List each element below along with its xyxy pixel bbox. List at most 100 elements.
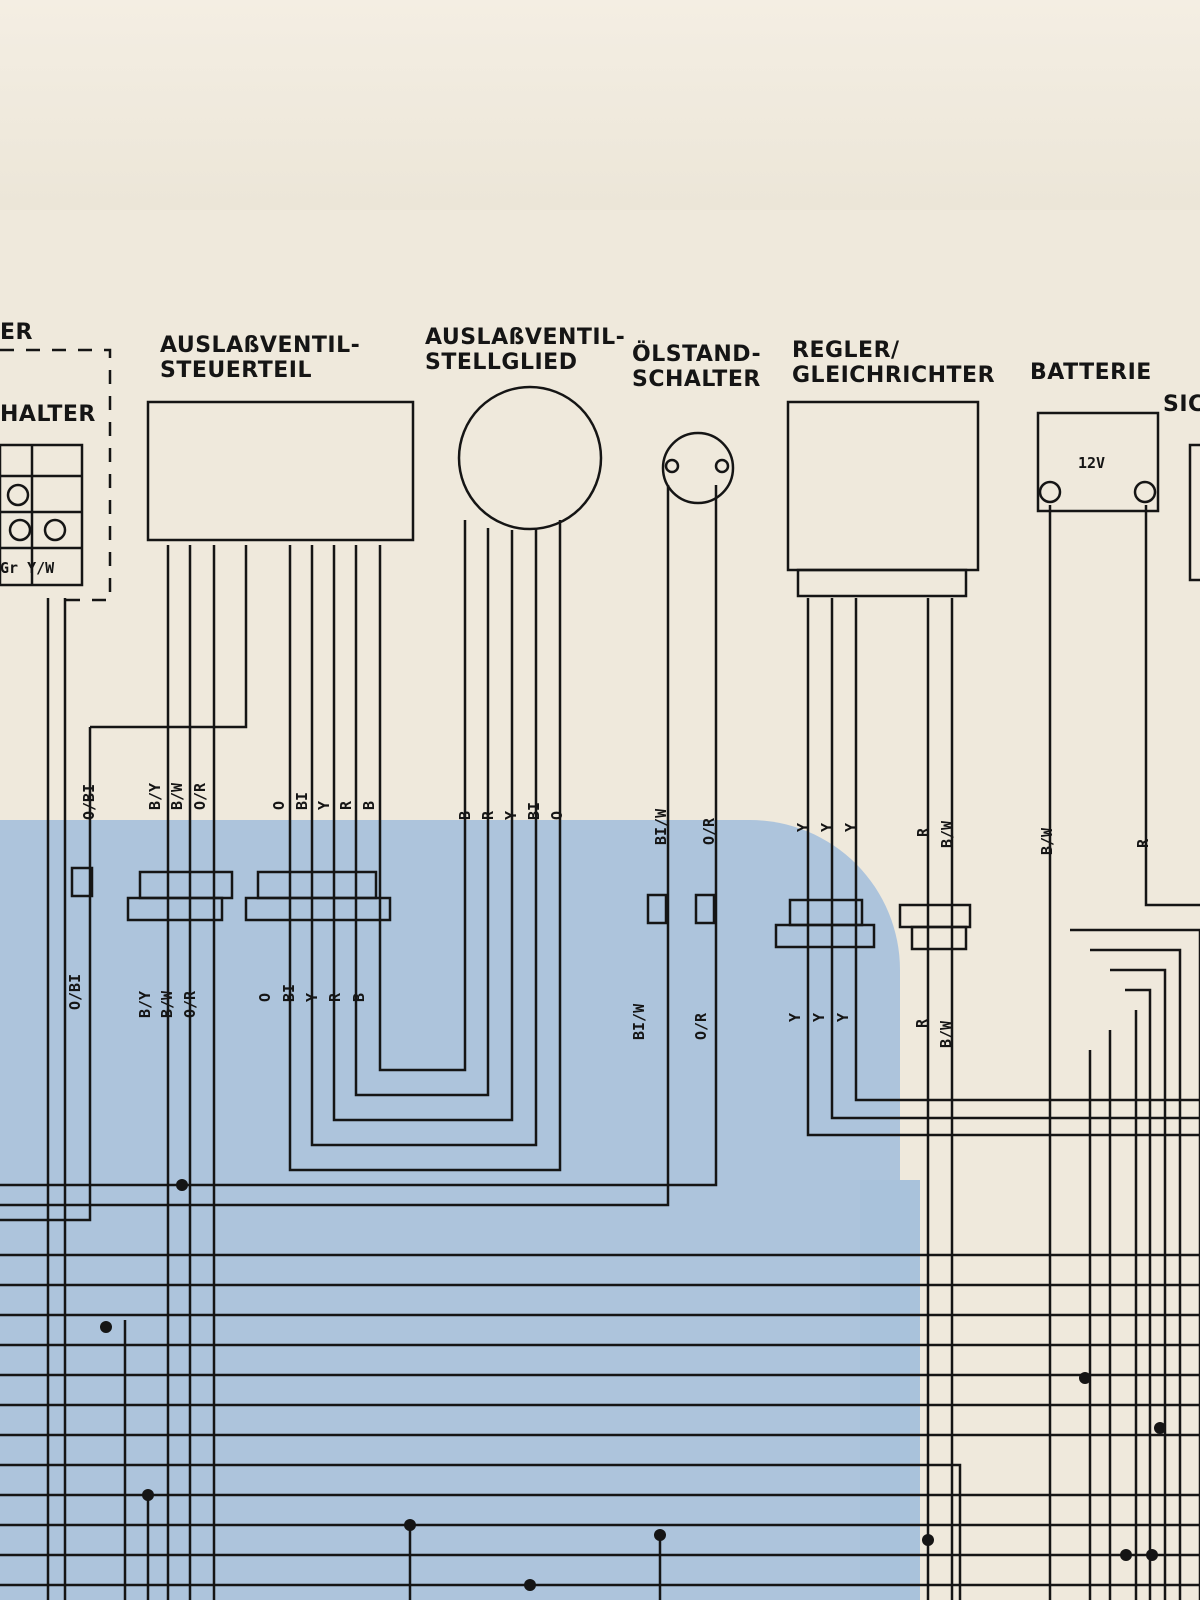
connector-steuerteil-b — [256, 870, 378, 900]
connector-oel-a — [646, 893, 668, 925]
connector-regler-a-base — [774, 923, 876, 949]
wire-label-y-regler-bottom-1: Y — [786, 1013, 804, 1022]
partial-label-halter: HALTER — [0, 402, 96, 427]
wire-label-o-bottom: O — [256, 993, 274, 1002]
wire-label-o-bi-bottom: O/BI — [66, 974, 84, 1010]
wire-label-o-top: O — [270, 801, 288, 810]
wire-label-y-bottom: Y — [303, 993, 321, 1002]
right-bus-wires — [1070, 928, 1200, 1600]
connector-steuerteil-a-base — [126, 896, 224, 922]
wire-label-y-regler-3: Y — [842, 823, 860, 832]
connector-steuerteil-a — [138, 870, 234, 900]
junction-dot — [176, 1179, 188, 1191]
wire-label-b-w-battery: B/W — [1038, 827, 1056, 855]
steuerteil-box — [146, 400, 415, 542]
wire-label-o-stellglied: O — [548, 811, 566, 820]
wire-label-b-w-top: B/W — [168, 782, 186, 810]
wire-label-y-regler-bottom-2: Y — [810, 1013, 828, 1022]
junction-dot — [1146, 1549, 1158, 1561]
connector-regler-b — [898, 903, 972, 929]
junction-dot — [654, 1529, 666, 1541]
partial-label-sic: SIC — [1163, 392, 1200, 417]
wire-label-b-w-regler-bottom: B/W — [937, 1020, 955, 1048]
regler-wires-r-bw — [926, 598, 954, 1600]
junction-dot — [1120, 1549, 1132, 1561]
wire-label-b-top: B — [360, 801, 378, 810]
wire-label-r-regler: R — [914, 827, 932, 837]
junction-dot — [922, 1534, 934, 1546]
junction-dot — [524, 1579, 536, 1591]
left-vertical-wires — [46, 598, 67, 1600]
wire-label-r-battery: R — [1134, 838, 1152, 848]
lower-vertical-wires — [123, 1320, 662, 1600]
paper-top-band — [0, 0, 1200, 210]
wire-label-y-regler-2: Y — [818, 823, 836, 832]
component-label-batterie: BATTERIE — [1030, 360, 1152, 385]
partial-label-er: ER — [0, 320, 33, 345]
connector-oel-b — [694, 893, 716, 925]
battery-terminal-icon — [1038, 480, 1062, 504]
junction-dot — [142, 1489, 154, 1501]
wire-label-y-stellglied: Y — [502, 811, 520, 820]
junction-dot — [404, 1519, 416, 1531]
left-switch-terminal-icon — [8, 518, 32, 542]
wire-label-b-y-top: B/Y — [146, 783, 164, 810]
wire-label-b-w-regler: B/W — [938, 820, 956, 848]
wire-label-b-stellglied: B — [456, 811, 474, 820]
wire-label-o-r-oel-top: O/R — [700, 817, 718, 845]
connector-steuerteil-b-base — [244, 896, 392, 922]
wire-label-r-bottom: R — [326, 992, 344, 1002]
component-label-auslassventil-stellglied: AUSLAßVENTIL- STELLGLIED — [425, 325, 626, 375]
o-bi-wire — [0, 545, 248, 1222]
left-dashed-boundary — [0, 348, 112, 602]
wire-label-y-regler-bottom-3: Y — [834, 1013, 852, 1022]
component-label-oelstand-schalter: ÖLSTAND- SCHALTER — [632, 342, 762, 392]
wire-label-b-y-bottom: B/Y — [136, 991, 154, 1018]
oelstand-terminal-icon — [714, 458, 730, 474]
battery-wires — [1048, 505, 1200, 1600]
wire-label-b-w-bottom: B/W — [158, 990, 176, 1018]
wire-label-bi-w-bottom: BI/W — [630, 1003, 648, 1040]
wire-label-o-bi-top: O/BI — [80, 784, 98, 820]
component-label-regler-gleichrichter: REGLER/ GLEICHRICHTER — [792, 338, 996, 388]
regler-wires-y — [806, 598, 1200, 1137]
steuerteil-wire-group-a — [166, 545, 216, 1600]
left-switch-terminal-icon — [6, 483, 30, 507]
battery-voltage-label: 12V — [1078, 454, 1105, 472]
component-label-auslassventil-steuerteil: AUSLAßVENTIL- STEUERTEIL — [160, 333, 361, 383]
oelstand-terminal-icon — [664, 458, 680, 474]
oelstand-wires — [0, 485, 718, 1207]
oelstand-schalter-circle — [661, 431, 735, 505]
connector-regler-a — [788, 898, 864, 927]
lower-horizontal-wires — [0, 1253, 1200, 1600]
wire-label-y-regler-1: Y — [794, 823, 812, 832]
wire-label-r-top: R — [337, 800, 355, 810]
wire-label-bi-bottom: BI — [280, 984, 298, 1002]
regler-box — [786, 400, 980, 572]
wire-label-o-r-top: O/R — [191, 782, 209, 810]
wire-label-o-r-oel-bottom: O/R — [692, 1012, 710, 1040]
shadow-area — [0, 820, 900, 1600]
junction-dot — [1079, 1372, 1091, 1384]
wire-label-bi-w-top: BI/W — [652, 808, 670, 845]
wire-label-r-stellglied: R — [479, 810, 497, 820]
junction-dot — [100, 1321, 112, 1333]
wire-label-y-top: Y — [315, 801, 333, 810]
stellglied-circle — [457, 385, 603, 531]
connector-regler-b-base — [910, 925, 968, 951]
junction-dot — [1154, 1422, 1166, 1434]
left-switch-terminal-icon — [43, 518, 67, 542]
wire-label-o-r-bottom: O/R — [181, 990, 199, 1018]
shadow-area-edge — [860, 1180, 920, 1600]
left-switch-box — [0, 443, 84, 587]
wire-label-b-bottom: B — [350, 993, 368, 1002]
connector-left-top — [70, 866, 94, 898]
regler-base — [796, 568, 968, 598]
wire-label-bi-top: BI — [293, 792, 311, 810]
steuerteil-wire-group-b — [288, 520, 562, 1172]
battery-terminal-icon — [1133, 480, 1157, 504]
wire-label-r-regler-bottom: R — [913, 1018, 931, 1028]
battery-box — [1036, 411, 1160, 513]
